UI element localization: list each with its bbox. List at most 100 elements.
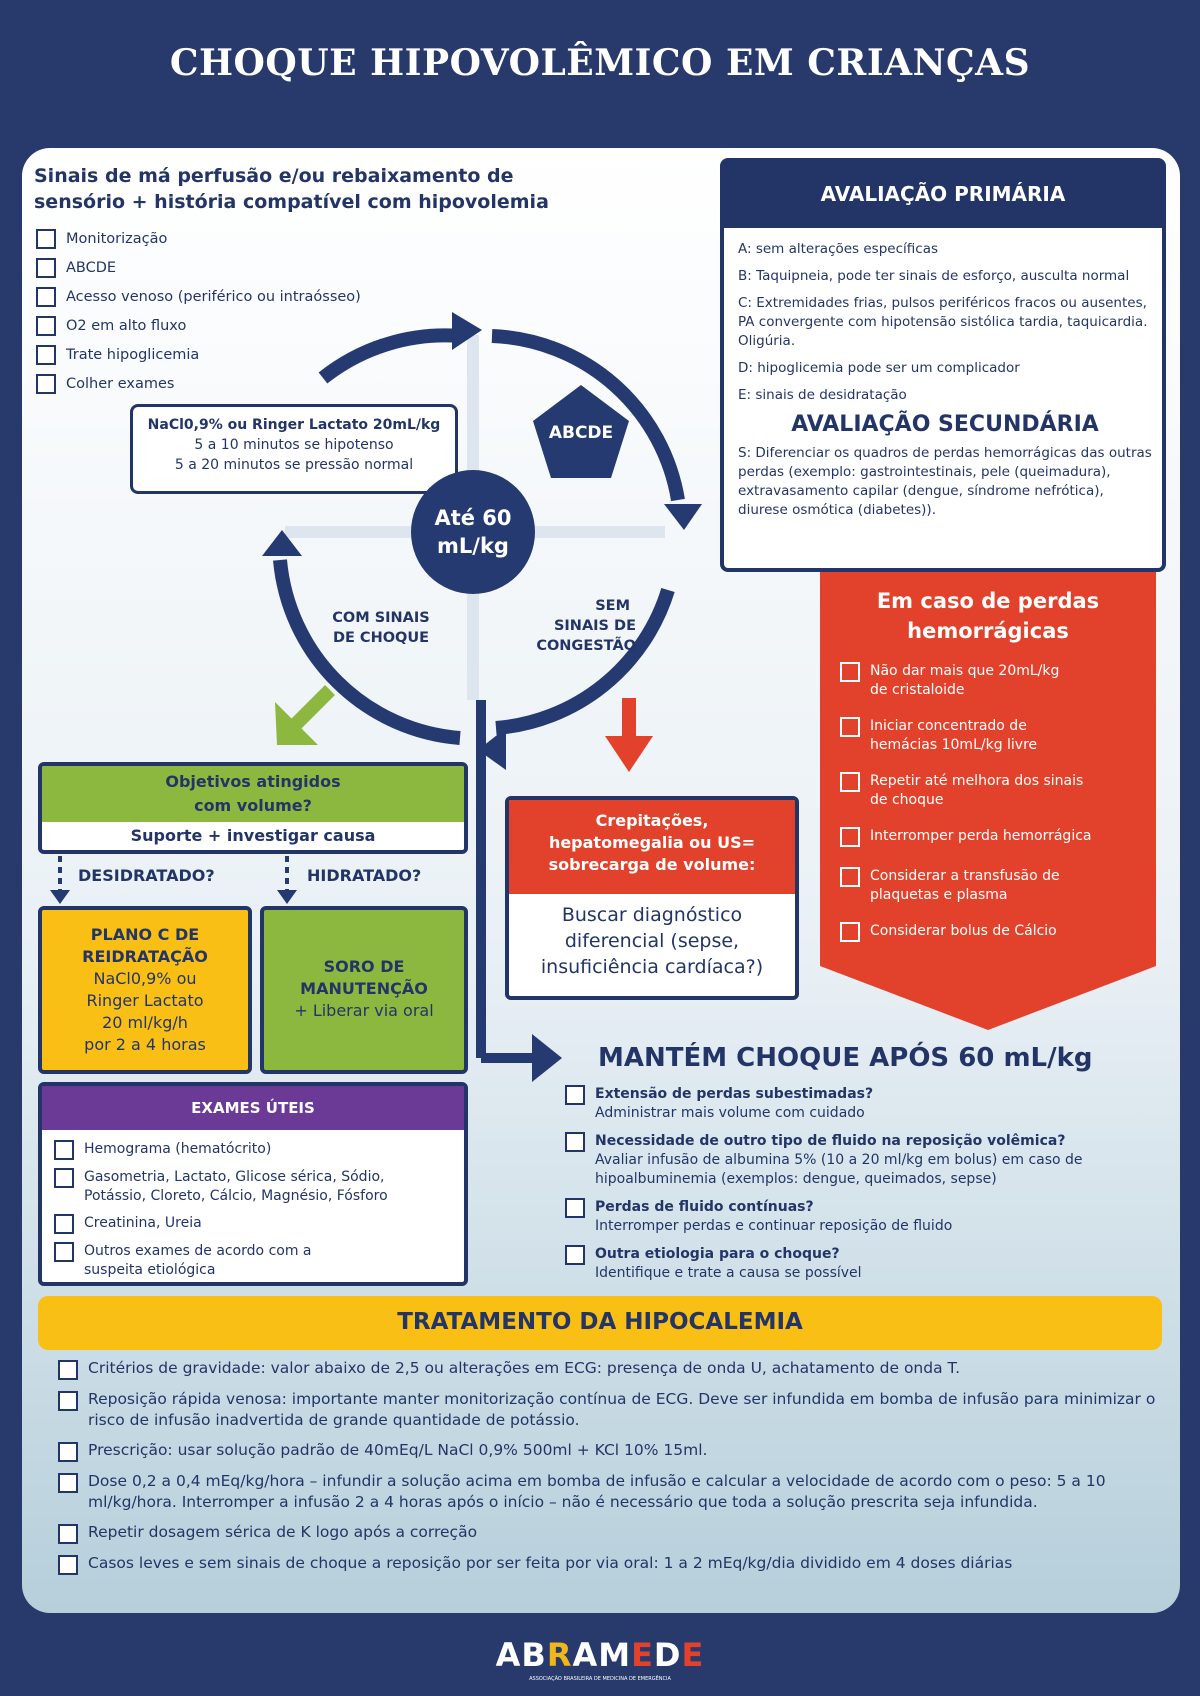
arrow-to-mantem bbox=[532, 1034, 562, 1082]
list-item[interactable]: Hemograma (hematócrito) bbox=[54, 1140, 452, 1160]
green-arrow-head bbox=[275, 702, 318, 745]
secondary-assessment-text: S: Diferenciar os quadros de perdas hemo… bbox=[738, 445, 1152, 518]
logo-letter: B bbox=[521, 1636, 547, 1674]
primary-item-d: D: hipoglicemia pode ser um complicador bbox=[738, 360, 1020, 376]
with-shock-label: COM SINAIS DE CHOQUE bbox=[332, 610, 430, 646]
ring-arrowhead-left bbox=[262, 530, 302, 556]
checkbox[interactable] bbox=[58, 1442, 78, 1462]
arrow-dehydrated bbox=[50, 890, 70, 904]
list-item[interactable]: ABCDE bbox=[36, 253, 361, 282]
list-item[interactable]: Dose 0,2 a 0,4 mEq/kg/hora – infundir a … bbox=[58, 1471, 1158, 1513]
checkbox[interactable] bbox=[565, 1198, 585, 1218]
list-item[interactable]: Colher exames bbox=[36, 369, 361, 398]
checkbox[interactable] bbox=[840, 772, 860, 792]
list-item[interactable]: Outra etiologia para o choque?Identifiqu… bbox=[565, 1245, 1165, 1283]
dehydrated-label: DESIDRATADO? bbox=[78, 866, 215, 885]
persistent-shock-title: MANTÉM CHOQUE APÓS 60 mL/kg bbox=[598, 1043, 1093, 1073]
primary-assessment-title: AVALIAÇÃO PRIMÁRIA bbox=[724, 162, 1162, 228]
checkbox[interactable] bbox=[36, 373, 56, 394]
checkbox[interactable] bbox=[58, 1360, 78, 1380]
no-congestion-label: SEM SINAIS DE CONGESTÃO bbox=[536, 598, 636, 654]
checkbox[interactable] bbox=[840, 922, 860, 942]
checkbox[interactable] bbox=[36, 228, 56, 249]
checkbox[interactable] bbox=[36, 315, 56, 336]
logo-letter: E bbox=[681, 1636, 705, 1674]
checkbox[interactable] bbox=[54, 1140, 74, 1160]
green-arrow-shaft bbox=[291, 685, 335, 729]
list-item[interactable]: Repetir dosagem sérica de K logo após a … bbox=[58, 1522, 1158, 1544]
checkbox[interactable] bbox=[565, 1245, 585, 1265]
list-item[interactable]: Necessidade de outro tipo de fluido na r… bbox=[565, 1132, 1165, 1189]
checkbox[interactable] bbox=[54, 1168, 74, 1188]
checkbox[interactable] bbox=[565, 1085, 585, 1105]
list-item[interactable]: Reposição rápida venosa: importante mant… bbox=[58, 1389, 1158, 1431]
ring-arrowhead-bottom bbox=[478, 728, 506, 770]
objectives-subtitle: Suporte + investigar causa bbox=[130, 826, 376, 845]
objectives-box: Objetivos atingidos com volume? Suporte … bbox=[38, 762, 468, 854]
checkbox[interactable] bbox=[565, 1132, 585, 1152]
hemorrhage-box: Em caso de perdas hemorrágicas Não dar m… bbox=[820, 572, 1156, 1032]
ring-arc-bottom-left bbox=[273, 559, 461, 745]
checkbox[interactable] bbox=[840, 827, 860, 847]
primary-item-e: E: sinais de desidratação bbox=[738, 387, 907, 403]
abcde-label: ABCDE bbox=[548, 423, 614, 443]
list-item[interactable]: Monitorização bbox=[36, 224, 361, 253]
checkbox[interactable] bbox=[58, 1555, 78, 1575]
list-item[interactable]: Prescrição: usar solução padrão de 40mEq… bbox=[58, 1440, 1158, 1462]
checkbox[interactable] bbox=[58, 1524, 78, 1544]
logo-letter: R bbox=[546, 1636, 573, 1674]
hemorrhage-panel bbox=[820, 572, 1156, 1030]
list-item[interactable]: Perdas de fluido contínuas?Interromper p… bbox=[565, 1198, 1165, 1236]
list-item[interactable]: Extensão de perdas subestimadas?Administ… bbox=[565, 1085, 1165, 1123]
checkbox[interactable] bbox=[36, 286, 56, 307]
abcde-pentagon bbox=[533, 385, 629, 478]
ring-arc-top-right bbox=[491, 329, 685, 502]
list-item[interactable]: Casos leves e sem sinais de choque a rep… bbox=[58, 1553, 1158, 1575]
list-item[interactable]: Acesso venoso (periférico ou intraósseo) bbox=[36, 282, 361, 311]
primary-item-b: B: Taquipneia, pode ter sinais de esforç… bbox=[738, 268, 1130, 284]
hypokalemia-title: TRATAMENTO DA HIPOCALEMIA bbox=[38, 1296, 1162, 1350]
secondary-assessment-title: AVALIAÇÃO SECUNDÁRIA bbox=[791, 412, 1099, 437]
checkbox[interactable] bbox=[54, 1214, 74, 1234]
hemorrhage-title: Em caso de perdas hemorrágicas bbox=[876, 589, 1100, 643]
exams-title: EXAMES ÚTEIS bbox=[42, 1086, 464, 1130]
red-arrow-head bbox=[605, 736, 653, 772]
red-arrow-shaft bbox=[622, 698, 636, 738]
checkbox[interactable] bbox=[36, 344, 56, 365]
list-item[interactable]: Interromper perda hemorrágica bbox=[840, 827, 1140, 847]
checkbox[interactable] bbox=[840, 717, 860, 737]
volume-overload-text: Buscar diagnóstico diferencial (sepse, i… bbox=[540, 904, 764, 978]
objectives-title: Objetivos atingidos com volume? bbox=[42, 766, 464, 822]
logo-letter: D bbox=[653, 1636, 682, 1674]
ring-arc-bottom-right bbox=[495, 587, 675, 735]
checkbox[interactable] bbox=[36, 257, 56, 278]
checkbox[interactable] bbox=[58, 1391, 78, 1411]
checkbox[interactable] bbox=[840, 662, 860, 682]
hydrated-label: HIDRATADO? bbox=[307, 866, 422, 885]
list-item[interactable]: Trate hipoglicemia bbox=[36, 340, 361, 369]
logo-letter: A bbox=[572, 1636, 599, 1674]
primary-item-a: A: sem alterações específicas bbox=[738, 241, 938, 257]
checkbox[interactable] bbox=[54, 1242, 74, 1262]
plan-c-box: PLANO C DE REIDRATAÇÃO NaCl0,9% ou Ringe… bbox=[38, 906, 252, 1074]
list-item[interactable]: Critérios de gravidade: valor abaixo de … bbox=[58, 1358, 1158, 1380]
hypokalemia-list: Critérios de gravidade: valor abaixo de … bbox=[58, 1358, 1158, 1584]
page-title: CHOQUE HIPOVOLÊMICO EM CRIANÇAS bbox=[169, 42, 1031, 84]
list-item[interactable]: O2 em alto fluxo bbox=[36, 311, 361, 340]
volume-overload-box: Crepitações, hepatomegalia ou US= sobrec… bbox=[505, 796, 799, 1000]
list-item[interactable]: Considerar bolus de Cálcio bbox=[840, 922, 1140, 942]
checkbox[interactable] bbox=[58, 1473, 78, 1493]
list-item[interactable]: Gasometria, Lactato, Glicose sérica, Sód… bbox=[54, 1168, 452, 1206]
abramede-logo: ABRAMEDE bbox=[0, 1636, 1200, 1674]
checkbox[interactable] bbox=[840, 867, 860, 887]
primary-item-c: C: Extremidades frias, pulsos periférico… bbox=[738, 295, 1148, 349]
list-item[interactable]: Creatinina, Ureia bbox=[54, 1214, 452, 1234]
exams-box: EXAMES ÚTEIS Hemograma (hematócrito) Gas… bbox=[38, 1082, 468, 1286]
maintenance-fluid-box: SORO DE MANUTENÇÃO + Liberar via oral bbox=[260, 906, 468, 1074]
